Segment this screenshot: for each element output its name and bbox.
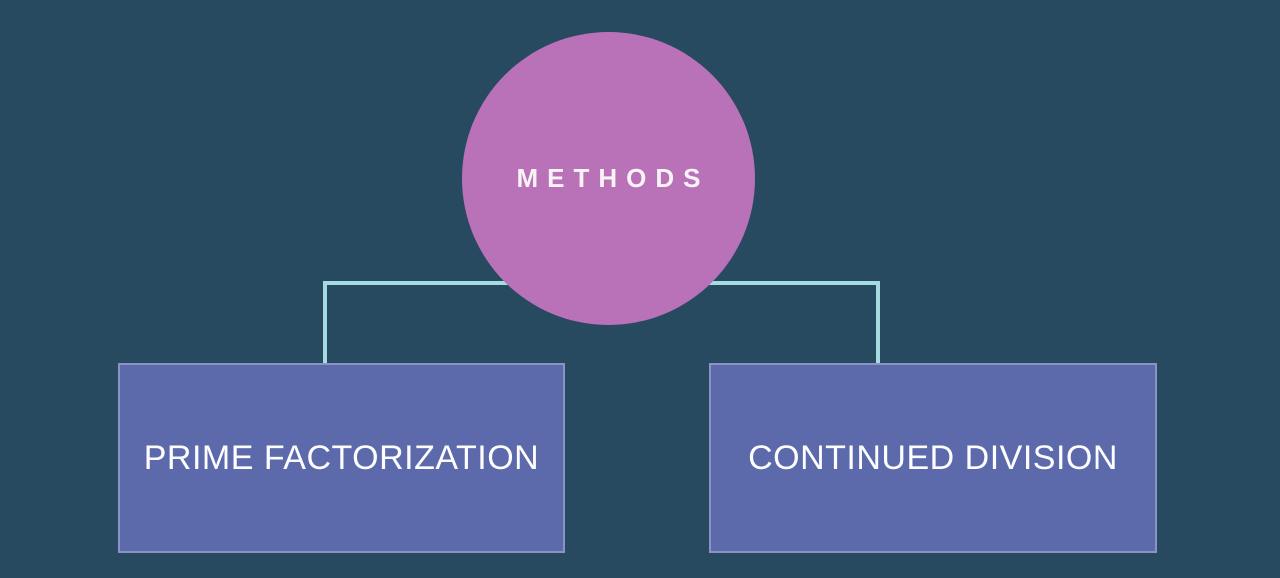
root-node-methods: METHODS — [462, 32, 755, 325]
connector-right-vertical-line — [876, 281, 880, 365]
child-node-label: CONTINUED DIVISION — [748, 438, 1118, 477]
connector-left-vertical-line — [323, 281, 327, 365]
child-node-prime-factorization: PRIME FACTORIZATION — [118, 363, 565, 553]
root-node-label: METHODS — [516, 163, 710, 193]
child-node-label: PRIME FACTORIZATION — [143, 438, 540, 477]
child-node-continued-division: CONTINUED DIVISION — [709, 363, 1157, 553]
